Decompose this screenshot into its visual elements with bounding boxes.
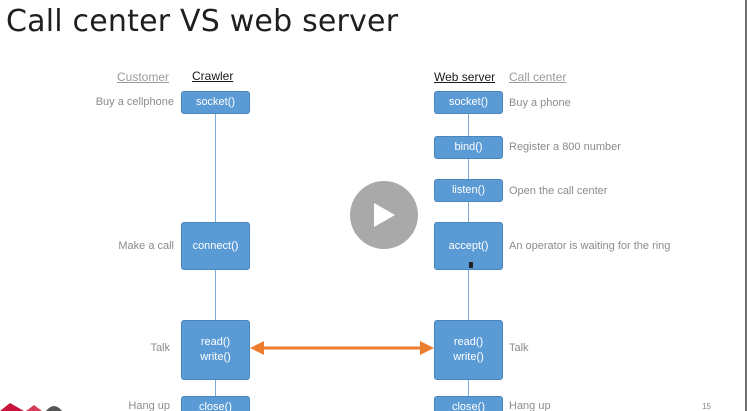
- server-bind-label: bind(): [454, 141, 483, 153]
- server-socket-box: socket(): [434, 91, 503, 114]
- note-hangup-left: Hang up: [128, 400, 170, 411]
- note-open-call-center: Open the call center: [509, 185, 608, 197]
- window-edge: [745, 0, 747, 411]
- server-readwrite-box: read() write(): [434, 320, 503, 380]
- note-hangup-right: Hang up: [509, 400, 551, 411]
- mouse-cursor: [469, 262, 473, 268]
- header-crawler: Crawler: [192, 69, 234, 83]
- crawler-socket-box: socket(): [181, 91, 250, 114]
- server-line-3: [468, 202, 469, 222]
- crawler-connect-box: connect(): [181, 222, 250, 270]
- server-line-2: [468, 159, 469, 179]
- logo-partial: [0, 403, 62, 411]
- page-number: 15: [702, 402, 711, 411]
- server-bind-box: bind(): [434, 136, 503, 159]
- header-web-server: Web server: [434, 70, 496, 84]
- server-listen-label: listen(): [451, 184, 485, 196]
- crawler-line-3: [215, 380, 216, 396]
- note-operator-waiting: An operator is waiting for the ring: [509, 240, 671, 252]
- crawler-close-box: close(): [181, 396, 250, 411]
- server-line-1: [468, 114, 469, 136]
- server-close-box: close(): [434, 396, 503, 411]
- server-socket-label: socket(): [448, 96, 489, 108]
- talk-double-arrow: [250, 341, 434, 355]
- crawler-socket-label: socket(): [195, 96, 236, 108]
- server-close-label: close(): [451, 400, 485, 411]
- note-make-call: Make a call: [118, 240, 174, 252]
- slide-title: Call center VS web server: [6, 4, 399, 39]
- server-write-label: write(): [453, 351, 484, 363]
- server-line-4: [468, 270, 469, 320]
- note-talk-right: Talk: [509, 342, 529, 354]
- note-register-number: Register a 800 number: [509, 141, 621, 153]
- server-accept-label: accept(): [448, 239, 489, 252]
- crawler-close-label: close(): [198, 400, 232, 411]
- crawler-write-label: write(): [200, 351, 231, 363]
- crawler-line-1: [215, 114, 216, 222]
- server-accept-box: accept(): [434, 222, 503, 270]
- crawler-connect-label: connect(): [192, 239, 239, 252]
- crawler-read-label: read(): [200, 336, 231, 348]
- server-line-5: [468, 380, 469, 396]
- server-read-label: read(): [453, 336, 484, 348]
- note-talk-left: Talk: [150, 342, 170, 354]
- server-listen-box: listen(): [434, 179, 503, 202]
- header-customer: Customer: [117, 70, 170, 84]
- note-buy-phone: Buy a phone: [509, 97, 571, 109]
- note-buy-cellphone: Buy a cellphone: [95, 96, 174, 108]
- crawler-line-2: [215, 270, 216, 320]
- crawler-readwrite-box: read() write(): [181, 320, 250, 380]
- header-call-center: Call center: [509, 70, 567, 84]
- play-icon: [374, 203, 395, 227]
- video-play-button[interactable]: [350, 181, 418, 249]
